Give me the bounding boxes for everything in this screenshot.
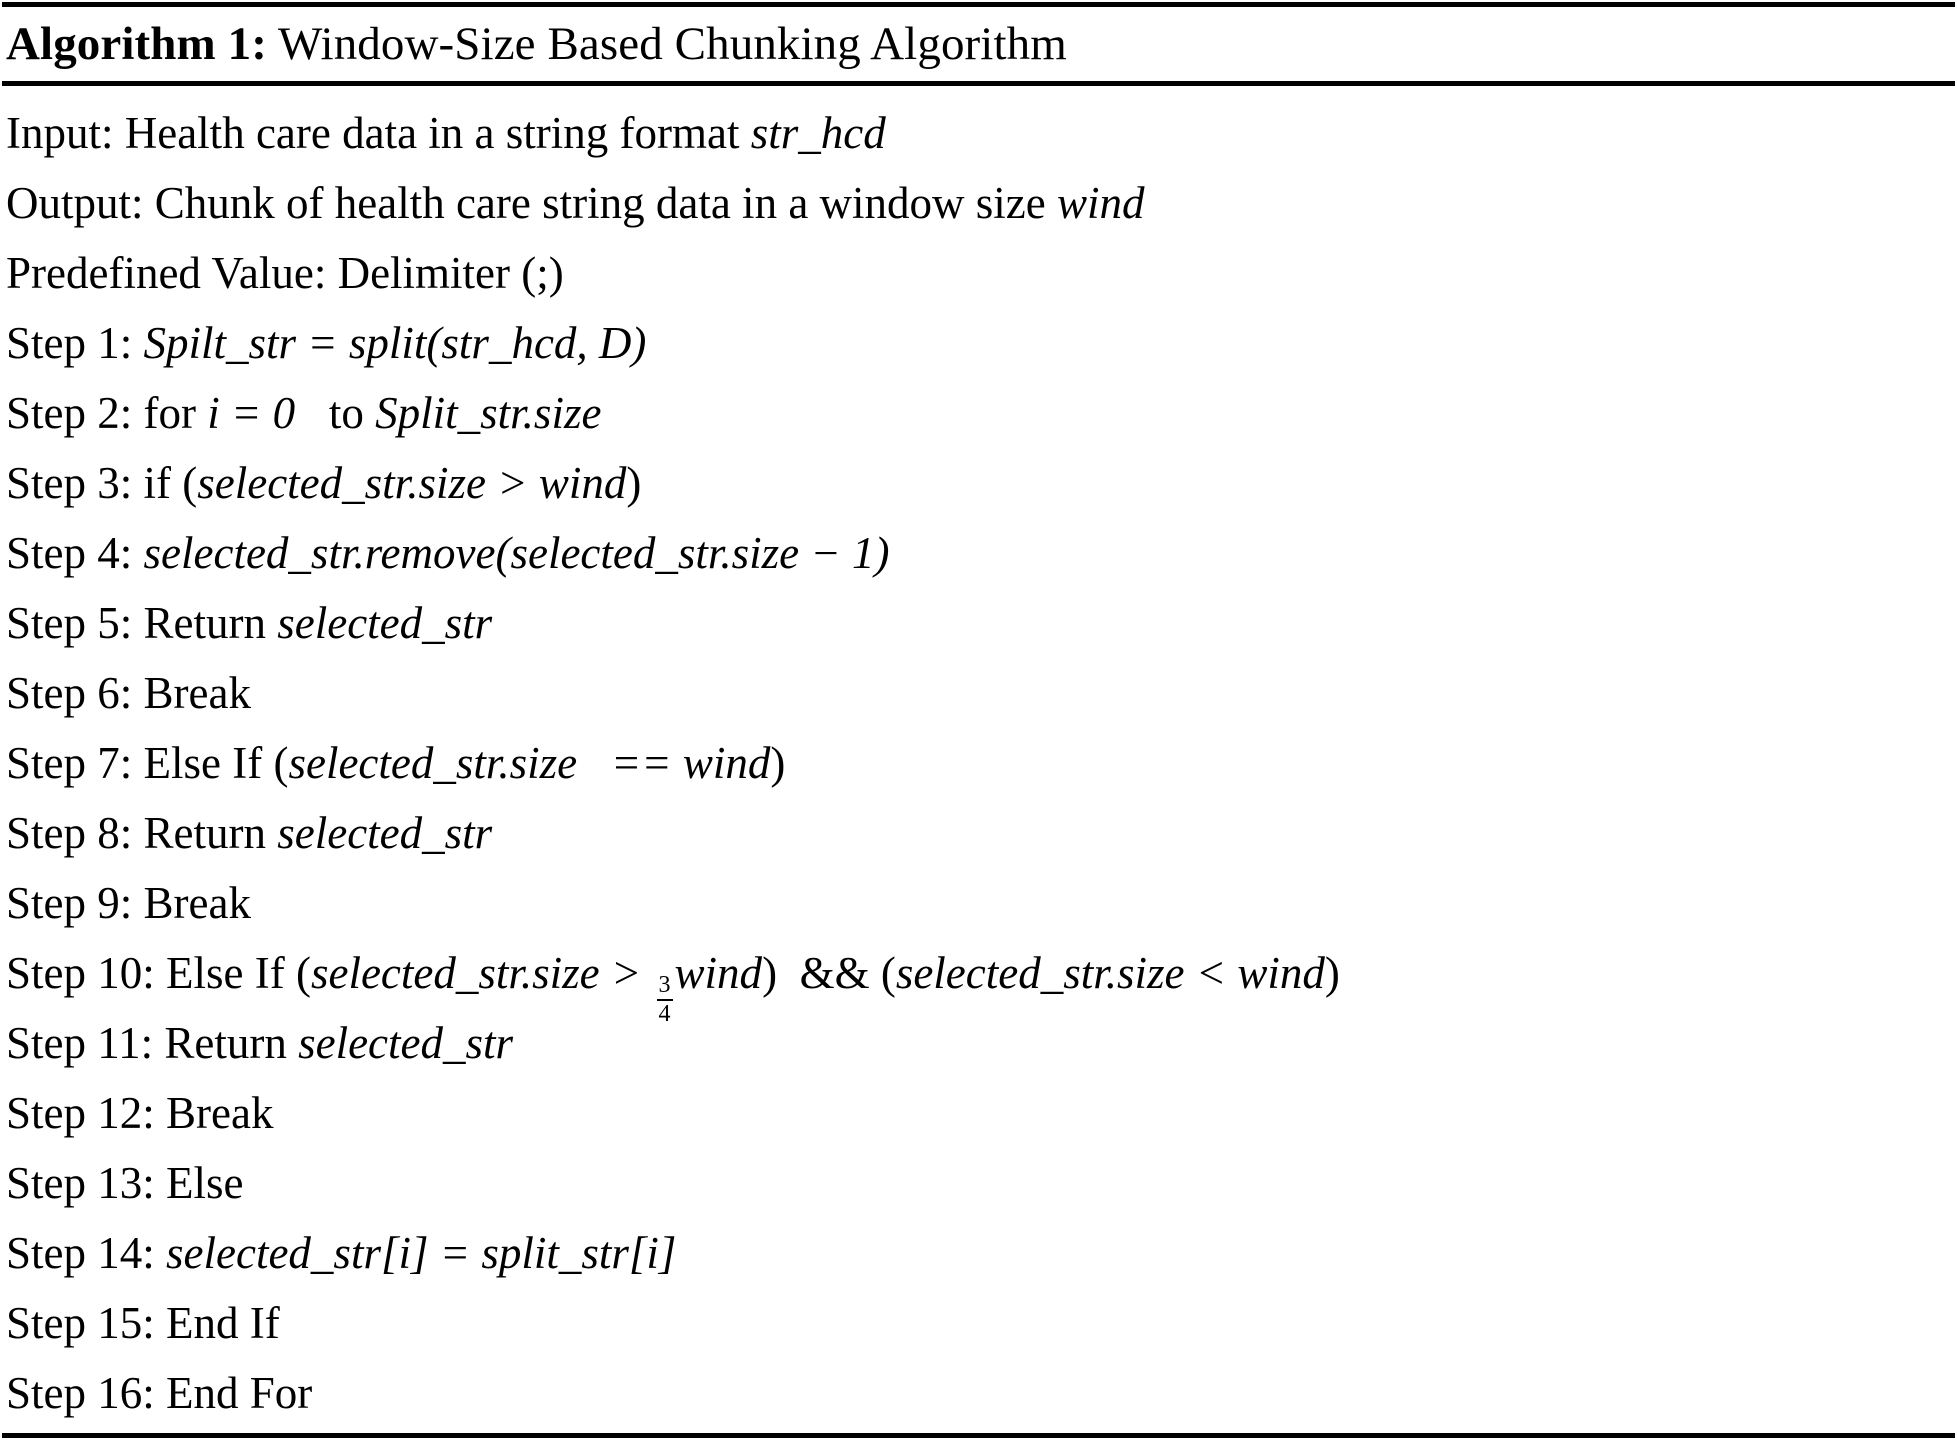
step-text-fragment: selected_str.size > wind — [197, 458, 627, 508]
step-text-fragment: wind — [674, 948, 763, 998]
step-text-fragment: Break — [143, 878, 251, 928]
algorithm-body: Input: Health care data in a string form… — [2, 86, 1955, 1428]
step-number: Step 14: — [6, 1228, 167, 1278]
fraction-denominator: 4 — [656, 998, 673, 1027]
top-rule — [2, 2, 1955, 7]
step-number: Step 12: — [6, 1088, 167, 1138]
bottom-rule — [2, 1433, 1955, 1438]
algorithm-step-line: Step 8: Return selected_str — [6, 798, 1955, 868]
algorithm-steps: Step 1: Spilt_str = split(str_hcd, D)Ste… — [6, 308, 1955, 1428]
output-line: Output: Chunk of health care string data… — [6, 168, 1955, 238]
step-text-fragment: selected_str.size — [288, 738, 578, 788]
step-text-fragment: if ( — [143, 458, 198, 508]
step-text-fragment: Else If ( — [143, 738, 289, 788]
step-number: Step 3: — [6, 458, 144, 508]
output-label: Output: Chunk of health care string data… — [6, 178, 1057, 228]
step-text-fragment: i = 0 — [207, 388, 296, 438]
input-label: Input: Health care data in a string form… — [6, 108, 751, 158]
step-text-fragment: End If — [166, 1298, 280, 1348]
step-number: Step 4: — [6, 528, 144, 578]
step-text-fragment: Return — [143, 808, 278, 858]
step-text-fragment: to — [295, 388, 376, 438]
algorithm-step-line: Step 13: Else — [6, 1148, 1955, 1218]
step-text-fragment: Return — [143, 598, 278, 648]
algorithm-label: Algorithm 1: — [6, 17, 267, 70]
step-text-fragment: Break — [143, 668, 251, 718]
algorithm-step-line: Step 5: Return selected_str — [6, 588, 1955, 658]
algorithm-step-line: Step 4: selected_str.remove(selected_str… — [6, 518, 1955, 588]
step-text-fragment: Else If ( — [166, 948, 311, 998]
step-text-fragment: selected_str.size > — [310, 948, 653, 998]
step-number: Step 7: — [6, 738, 144, 788]
input-line: Input: Health care data in a string form… — [6, 98, 1955, 168]
step-number: Step 16: — [6, 1368, 167, 1418]
step-text-fragment: Break — [166, 1088, 274, 1138]
algorithm-step-line: Step 2: for i = 0 to Split_str.size — [6, 378, 1955, 448]
step-text-fragment: ) — [762, 948, 778, 998]
step-text-fragment: End For — [166, 1368, 313, 1418]
step-text-fragment: Else — [166, 1158, 244, 1208]
step-text-fragment: selected_str.remove(selected_str.size − … — [143, 528, 890, 578]
algorithm-step-line: Step 15: End If — [6, 1288, 1955, 1358]
step-number: Step 1: — [6, 318, 144, 368]
algorithm-step-line: Step 16: End For — [6, 1358, 1955, 1428]
step-text-fragment: && ( — [777, 948, 896, 998]
step-text-fragment: ) — [626, 458, 642, 508]
step-number: Step 9: — [6, 878, 144, 928]
step-number: Step 13: — [6, 1158, 167, 1208]
algorithm-step-line: Step 11: Return selected_str — [6, 1008, 1955, 1078]
input-variable: str_hcd — [750, 108, 886, 158]
page-title: Window-Size Based Chunking Algorithm — [266, 17, 1067, 70]
step-number: Step 10: — [6, 948, 167, 998]
step-text-fragment: == — [577, 738, 683, 788]
output-variable: wind — [1057, 178, 1145, 228]
step-text-fragment: Return — [164, 1018, 299, 1068]
step-text-fragment: selected_str — [277, 808, 493, 858]
step-number: Step 2: — [6, 388, 144, 438]
step-number: Step 6: — [6, 668, 144, 718]
algorithm-step-line: Step 12: Break — [6, 1078, 1955, 1148]
step-text-fragment: selected_str — [277, 598, 493, 648]
predefined-value-text: Predefined Value: Delimiter (;) — [6, 248, 564, 298]
step-text-fragment: Spilt_str = split(str_hcd, D) — [143, 318, 647, 368]
algorithm-step-line: Step 1: Spilt_str = split(str_hcd, D) — [6, 308, 1955, 378]
algorithm-step-line: Step 14: selected_str[i] = split_str[i] — [6, 1218, 1955, 1288]
step-text-fragment: Split_str.size — [375, 388, 602, 438]
step-text-fragment: wind — [682, 738, 771, 788]
header-rule — [2, 81, 1955, 86]
step-number: Step 5: — [6, 598, 144, 648]
algorithm-step-line: Step 3: if (selected_str.size > wind) — [6, 448, 1955, 518]
algorithm-title-row: Algorithm 1: Window-Size Based Chunking … — [2, 7, 1955, 81]
predefined-value-line: Predefined Value: Delimiter (;) — [6, 238, 1955, 308]
step-text-fragment: selected_str[i] = split_str[i] — [166, 1228, 677, 1278]
step-text-fragment: for — [143, 388, 208, 438]
algorithm-step-line: Step 6: Break — [6, 658, 1955, 728]
step-text-fragment: ) — [1324, 948, 1340, 998]
step-number: Step 15: — [6, 1298, 167, 1348]
step-number: Step 11: — [6, 1018, 165, 1068]
step-number: Step 8: — [6, 808, 144, 858]
step-text-fragment: ) — [770, 738, 786, 788]
step-text-fragment: selected_str.size < wind — [895, 948, 1325, 998]
algorithm-step-line: Step 7: Else If (selected_str.size == wi… — [6, 728, 1955, 798]
algorithm-step-line: Step 9: Break — [6, 868, 1955, 938]
step-text-fragment: selected_str — [298, 1018, 514, 1068]
fraction-numerator: 3 — [658, 972, 671, 998]
